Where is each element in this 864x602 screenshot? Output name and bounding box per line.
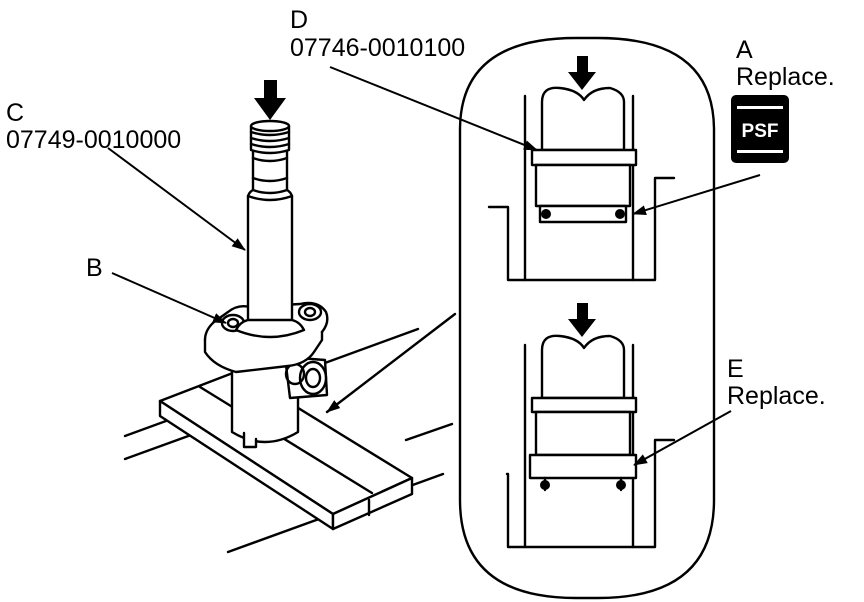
label-b-letter: B [86,254,103,282]
label-d-part-number: 07746-0010100 [290,34,466,62]
driver-tool [234,119,306,339]
detail-view [325,36,716,600]
detail-top [487,56,676,282]
leader-lines [107,66,761,466]
label-c-part-number: 07749-0010000 [6,126,182,154]
label-e-letter: E [727,355,744,383]
detail-bottom [505,303,676,549]
label-a-note: Replace. [736,63,835,91]
psf-grease-icon: PSF [731,95,789,163]
label-a-letter: A [736,36,753,64]
label-e-note: Replace. [727,382,826,410]
psf-icon-text: PSF [742,121,779,142]
label-d-letter: D [290,6,309,34]
housing-body [230,355,329,449]
wood-blocks [158,369,414,531]
label-c-letter: C [6,99,25,127]
push-arrow-left [254,80,286,120]
